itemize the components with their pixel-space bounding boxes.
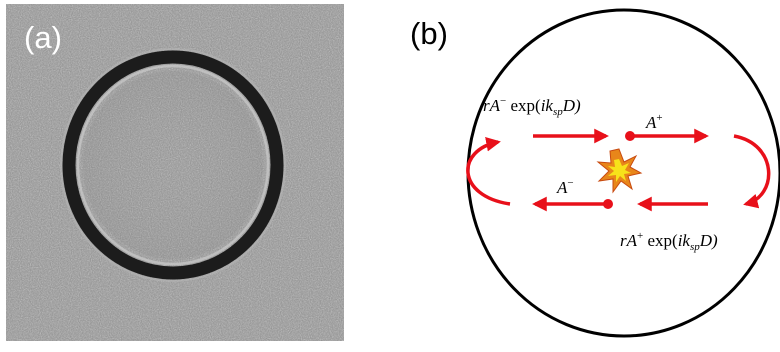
arrow-left-turn xyxy=(466,136,511,206)
panel-a-label: (a) xyxy=(24,20,62,55)
ring-outer-dark xyxy=(62,50,284,280)
panel-b-label: (b) xyxy=(410,16,448,51)
label-a-minus: A− xyxy=(556,177,574,197)
scatterer-star-icon xyxy=(596,148,643,194)
micrograph-image xyxy=(6,4,344,341)
ring-inner-highlight xyxy=(76,64,270,266)
source-point-bottom xyxy=(603,199,613,209)
arrow-right-turn xyxy=(733,134,771,209)
annotation-top: rA− exp(ikspD) xyxy=(483,95,581,118)
annotation-bottom: rA+ exp(ikspD) xyxy=(620,230,718,253)
panel-a-micrograph: (a) xyxy=(6,4,344,341)
schematic-svg: rA− exp(ikspD) A+ A− rA+ exp(ikspD) xyxy=(466,8,780,338)
label-a-plus: A+ xyxy=(645,112,663,132)
source-point-top xyxy=(625,131,635,141)
panel-b-schematic: (b) rA− exp(ikspD) A+ A− xyxy=(400,0,780,347)
